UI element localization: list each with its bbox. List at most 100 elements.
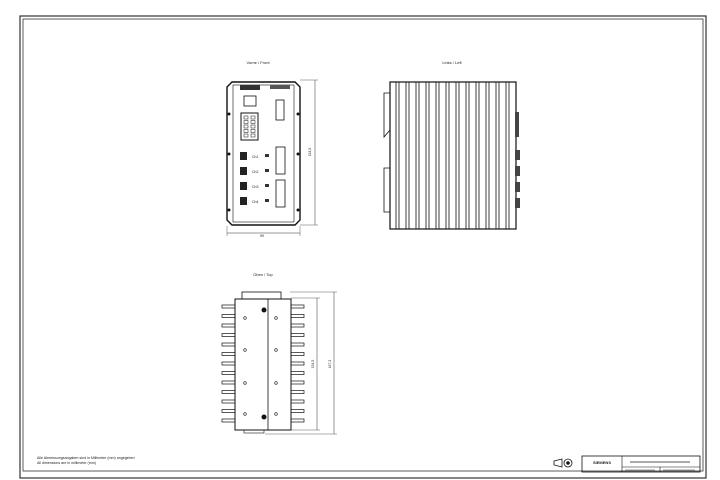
heatsink-fin [395, 81, 400, 230]
heatsink-fin [221, 380, 236, 385]
heatsink-fin [435, 81, 440, 230]
heatsink-fin [290, 304, 305, 309]
top-inner-dimension: 154,5 [311, 360, 315, 369]
heatsink-fin [425, 81, 430, 230]
heatsink-fin [290, 352, 305, 356]
heatsink-fin [290, 371, 305, 375]
port-led [265, 199, 269, 202]
port-label: Ch3 [252, 185, 258, 189]
heatsink-fin [290, 380, 305, 385]
heatsink-fin [221, 352, 236, 356]
heatsink-fin [405, 81, 410, 230]
heatsink-fin [485, 81, 490, 230]
status-led-block [275, 99, 285, 121]
side-connector [515, 166, 520, 176]
heatsink-fin [495, 81, 500, 230]
mounting-hole [274, 381, 278, 385]
heatsink-fin [465, 81, 470, 230]
heatsink-fin [221, 399, 236, 404]
top-connector [241, 291, 282, 300]
note-german: Alle Abmessungsangaben sind in Millimete… [37, 456, 135, 460]
power-connector [243, 95, 257, 107]
front-housing-outline [226, 81, 301, 226]
heatsink-fin [221, 418, 236, 423]
port-connector[interactable] [240, 152, 247, 160]
heatsink-fin [221, 304, 236, 309]
heatsink-fin [221, 409, 236, 413]
heatsink-fin [221, 314, 236, 318]
led-block-upper [275, 146, 286, 175]
terminal-slot [243, 133, 249, 138]
mounting-hole [243, 412, 247, 416]
heatsink-fin [221, 371, 236, 375]
terminal-slot [243, 115, 249, 120]
heatsink-fin [290, 333, 305, 337]
left-view: Links / Left [383, 60, 520, 230]
terminal-slot [250, 115, 256, 120]
heatsink-fin [290, 361, 305, 366]
mounting-hole [274, 412, 278, 416]
terminal-slot [243, 129, 249, 133]
mounting-hole [243, 348, 247, 352]
front-label-bar [270, 85, 290, 89]
led-block-lower [275, 179, 286, 208]
port-label: Ch1 [252, 155, 258, 159]
heatsink-fin [290, 314, 305, 318]
port-led [265, 169, 269, 172]
terminal-block [240, 112, 259, 141]
port-label: Ch4 [252, 200, 258, 204]
terminal-slot [250, 124, 256, 129]
front-height-dimension: 154,5 [308, 148, 312, 157]
din-clip-upper [383, 92, 391, 139]
din-clip-lower [383, 167, 390, 213]
title-block: SIEMENS [553, 455, 701, 473]
heatsink-fin [290, 323, 305, 328]
heatsink-fin [455, 81, 460, 230]
side-connector-upper [515, 112, 519, 137]
top-view-label: Oben / Top [253, 272, 273, 277]
heatsink-fin [221, 333, 236, 337]
heatsink-fin [221, 390, 236, 394]
front-width-dimension: 99 [260, 234, 264, 238]
terminal-slot [250, 129, 256, 133]
side-connector [515, 150, 520, 160]
port-led [265, 154, 269, 157]
port-connector[interactable] [240, 197, 247, 205]
top-outer-dimension: 167,2 [328, 360, 332, 369]
heatsink-fin [221, 323, 236, 328]
note-english: All dimensions are in millimeter (mm) [37, 461, 96, 465]
front-logo-bar [240, 85, 260, 90]
side-connector [515, 198, 520, 208]
left-view-label: Links / Left [442, 60, 462, 65]
heatsink-fin [505, 81, 510, 230]
port-label: Ch2 [252, 170, 258, 174]
top-housing-outline [234, 298, 292, 431]
terminal-slot [250, 133, 256, 138]
top-view: Oben / Top 154,5 167,2 [221, 272, 337, 435]
projection-symbol-icon [553, 458, 573, 468]
heatsink-fin [415, 81, 420, 230]
heatsink-fin [290, 390, 305, 394]
terminal-slot [243, 120, 249, 124]
port-connector[interactable] [240, 167, 247, 175]
heatsink-fin [221, 361, 236, 366]
mounting-hole [243, 381, 247, 385]
front-view-label: Vorne / Front [246, 60, 270, 65]
mounting-hole [243, 316, 247, 320]
mounting-hole [274, 316, 278, 320]
heatsink-fin [475, 81, 480, 230]
mounting-hole [274, 348, 278, 352]
port-connector[interactable] [240, 182, 247, 190]
terminal-slot [250, 120, 256, 124]
heatsink-fin [290, 399, 305, 404]
terminal-slot [243, 124, 249, 129]
company-name: SIEMENS [593, 460, 611, 465]
heatsink-fin [290, 342, 305, 347]
heatsink-fin [221, 342, 236, 347]
heatsink-fin [290, 418, 305, 423]
sheet-frame-inner [22, 18, 704, 472]
front-panel [232, 84, 295, 223]
heatsink-fin [290, 409, 305, 413]
